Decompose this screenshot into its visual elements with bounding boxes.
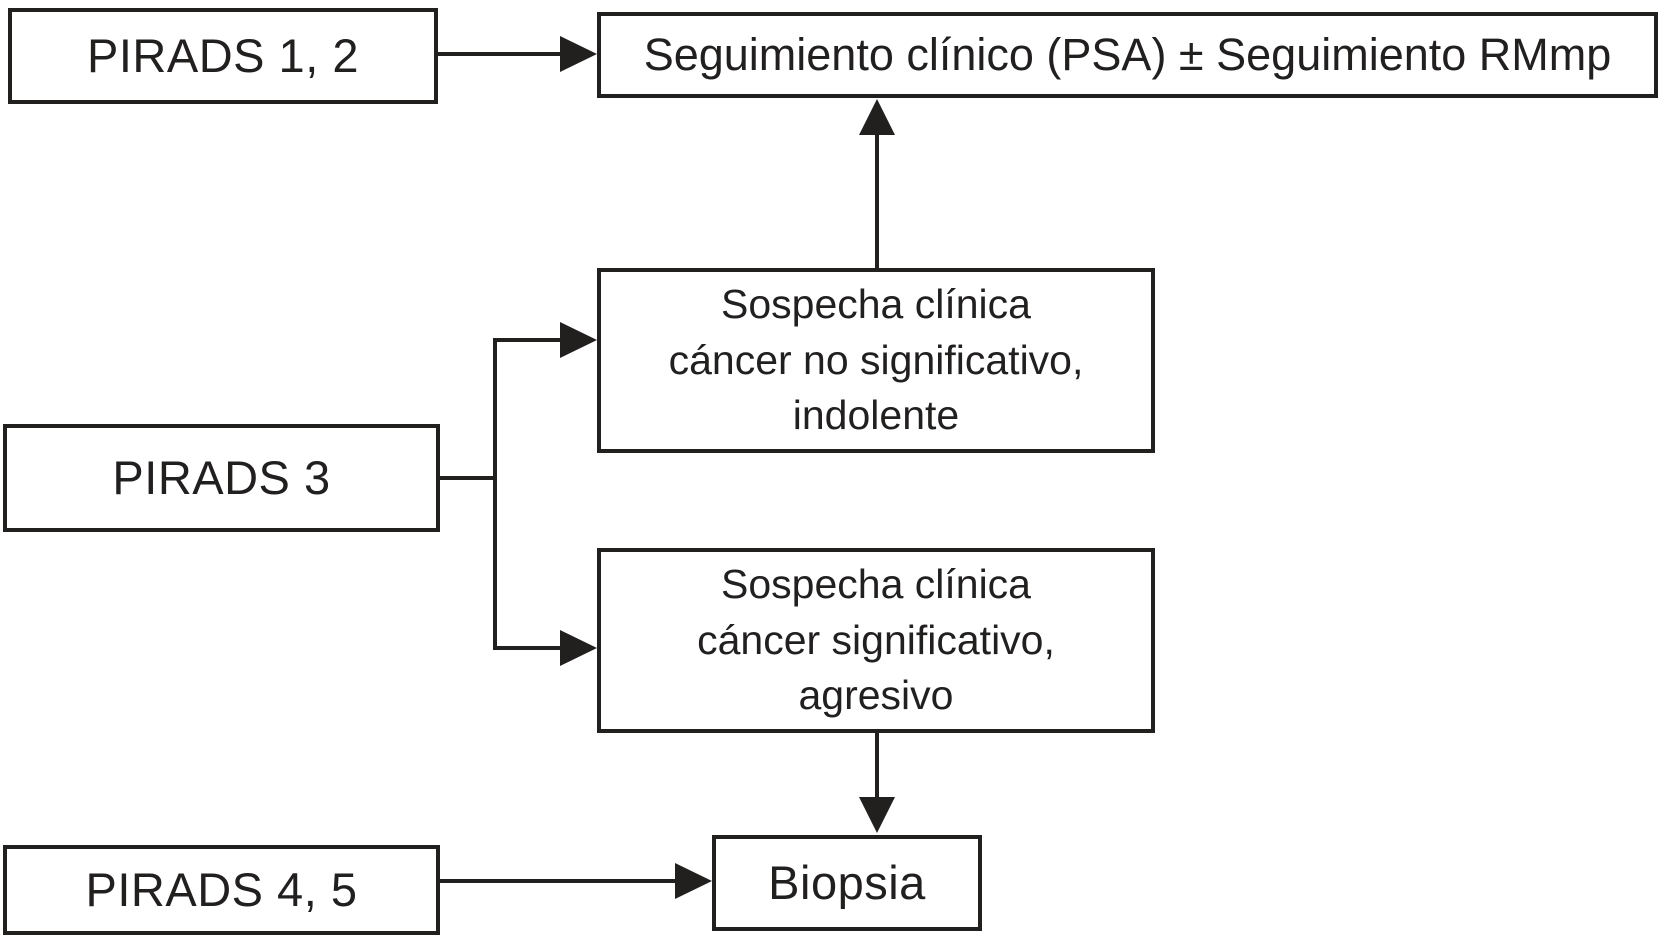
node-sospecha-significativo-label: Sospecha clínica cáncer significativo, a… xyxy=(697,557,1055,724)
node-biopsia-label: Biopsia xyxy=(768,856,926,910)
node-pirads-3-label: PIRADS 3 xyxy=(112,451,331,505)
arrow-indolente-to-seguimiento xyxy=(859,99,895,268)
node-seguimiento-clinico-label: Seguimiento clínico (PSA) ± Seguimiento … xyxy=(643,28,1612,80)
arrow-agresivo-to-biopsia xyxy=(859,732,895,833)
line-3: agresivo xyxy=(798,672,954,719)
node-seguimiento-clinico: Seguimiento clínico (PSA) ± Seguimiento … xyxy=(597,12,1658,98)
node-pirads-4-5: PIRADS 4, 5 xyxy=(3,845,440,935)
line-2: cáncer no significativo, xyxy=(668,336,1084,383)
line-2: cáncer significativo, xyxy=(697,616,1055,663)
node-sospecha-significativo: Sospecha clínica cáncer significativo, a… xyxy=(597,548,1155,733)
node-pirads-3: PIRADS 3 xyxy=(3,424,440,532)
line-1: Sospecha clínica xyxy=(721,280,1031,327)
line-1: Sospecha clínica xyxy=(721,560,1031,607)
node-biopsia: Biopsia xyxy=(712,835,982,931)
arrow-pirads3-branch xyxy=(440,322,597,666)
node-sospecha-no-significativo: Sospecha clínica cáncer no significativo… xyxy=(597,268,1155,453)
node-sospecha-no-significativo-label: Sospecha clínica cáncer no significativo… xyxy=(669,277,1084,444)
node-pirads-1-2: PIRADS 1, 2 xyxy=(8,8,438,104)
arrow-pirads45-to-biopsia xyxy=(440,863,712,899)
node-pirads-1-2-label: PIRADS 1, 2 xyxy=(87,29,359,83)
arrow-pirads12-to-seguimiento xyxy=(438,36,597,72)
node-pirads-4-5-label: PIRADS 4, 5 xyxy=(85,863,358,917)
line-3: indolente xyxy=(792,392,960,439)
